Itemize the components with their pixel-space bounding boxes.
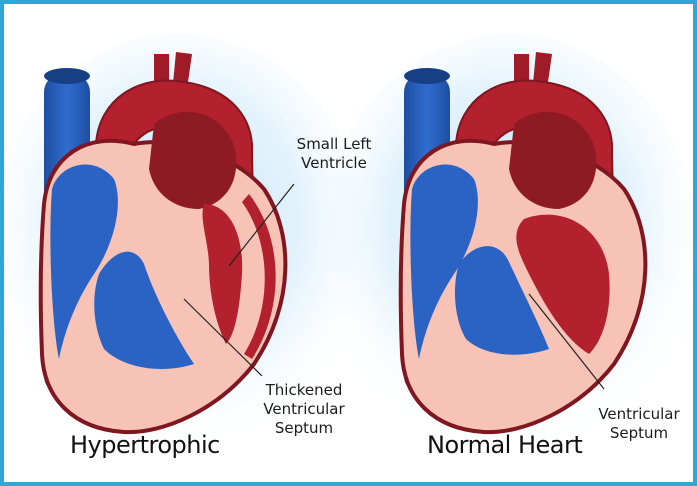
normal-heart xyxy=(319,34,697,454)
annotation-thickened-ventricular-septum: Thickened Ventricular Septum xyxy=(254,381,354,438)
annotation-ventricular-septum: Ventricular Septum xyxy=(589,405,689,443)
title-normal-heart: Normal Heart xyxy=(427,431,582,459)
annotation-small-left-ventricle: Small Left Ventricle xyxy=(284,135,384,173)
title-hypertrophic: Hypertrophic xyxy=(70,431,220,459)
